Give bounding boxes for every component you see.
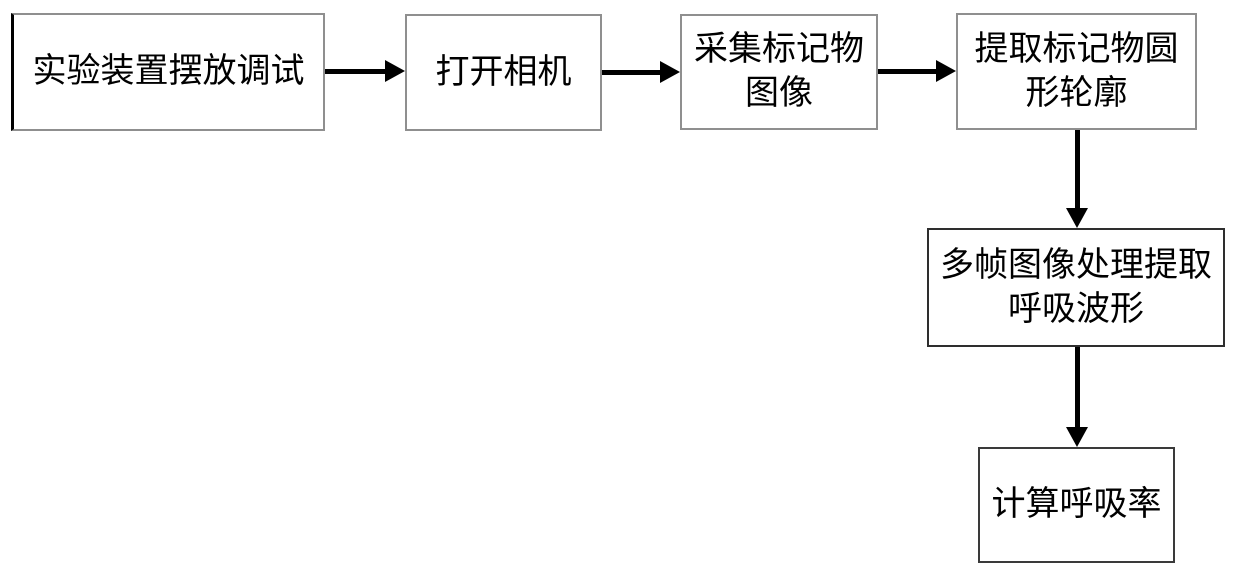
arrow-head-icon (936, 60, 956, 82)
node-label-setup-apparatus: 实验装置摆放调试 (32, 53, 305, 90)
arrow-right-camera-to-capture (602, 61, 680, 83)
arrow-shaft (1075, 130, 1080, 210)
arrow-head-icon (1066, 208, 1088, 228)
arrow-shaft (602, 70, 662, 75)
flow-node-open-camera: 打开相机 (405, 14, 602, 131)
flow-node-multiframe-extract-waveform: 多帧图像处理提取 呼吸波形 (927, 228, 1225, 347)
arrow-right-setup-to-camera (325, 60, 405, 82)
node-label-open-camera: 打开相机 (435, 53, 572, 91)
arrow-down-contour-to-multiframe (1066, 130, 1088, 228)
arrow-shaft (878, 69, 938, 74)
flow-node-extract-marker-contour: 提取标记物圆 形轮廓 (956, 13, 1197, 130)
arrow-head-icon (385, 60, 405, 82)
node-label-capture-marker-image: 采集标记物 图像 (694, 31, 864, 112)
arrow-down-multiframe-to-rate (1066, 347, 1088, 447)
node-label-extract-marker-contour: 提取标记物圆 形轮廓 (974, 30, 1179, 112)
arrow-shaft (1075, 347, 1080, 429)
flow-node-capture-marker-image: 采集标记物 图像 (680, 14, 878, 130)
node-label-compute-respiration-rate: 计算呼吸率 (991, 486, 1162, 523)
node-label-multiframe-extract-waveform: 多帧图像处理提取 呼吸波形 (940, 246, 1212, 328)
arrow-head-icon (660, 61, 680, 83)
arrow-right-capture-to-contour (878, 60, 956, 82)
arrow-shaft (325, 69, 387, 74)
arrow-head-icon (1066, 427, 1088, 447)
flow-node-setup-apparatus: 实验装置摆放调试 (11, 13, 325, 131)
flow-node-compute-respiration-rate: 计算呼吸率 (978, 447, 1175, 563)
